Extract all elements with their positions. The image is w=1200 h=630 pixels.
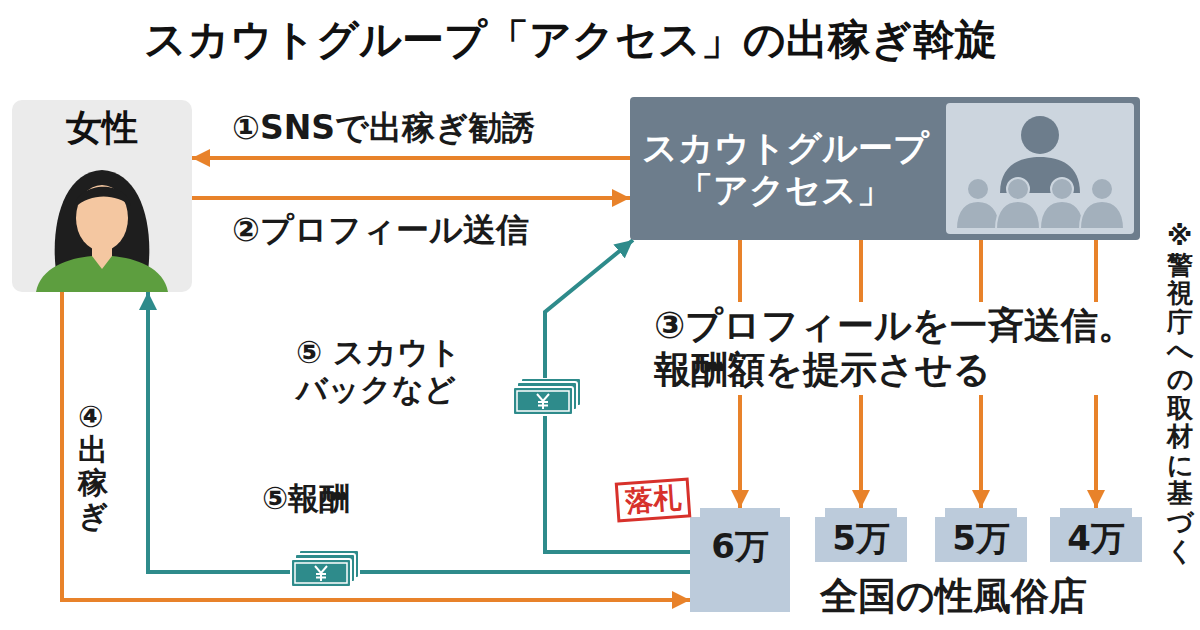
shop-building: 5万 [815,508,907,562]
node-label: 女性 [66,106,138,149]
text-area: 5万 [815,518,907,559]
group-icon [940,97,1140,240]
flow-arrow [192,156,630,160]
money-icon [290,550,360,590]
woman-illustration [12,142,192,292]
diagram-title: スカウトグループ「アクセス」の出稼ぎ斡旋 [0,12,1140,68]
stamp-label: 落札 [615,477,692,522]
text-area: スカウトグループ 「アクセス」 [630,97,940,240]
node-label: スカウトグループ 「アクセス」 [642,127,929,211]
money-icon [512,378,582,418]
person-box: 女性 [12,100,192,292]
step-label: ①SNSで出稼ぎ勧誘 [232,108,535,148]
text-area: 5万 [935,518,1027,559]
step-label: ⑤報酬 [262,480,350,517]
node-label: 5万 [832,518,890,559]
group-box: スカウトグループ 「アクセス」 [630,97,1140,240]
step-label: ⑤ スカウト バックなど [296,334,491,408]
step-label: ②プロフィール送信 [232,210,529,250]
category-label: 全国の性風俗店 [820,574,1087,620]
node-label: 6万 [711,526,769,567]
text-area: 女性 [12,106,192,149]
shop-building: 4万 [1050,508,1142,562]
node-label: 4万 [1067,518,1125,559]
node-label: 5万 [952,518,1010,559]
text-area: 6万 [690,526,790,567]
shop-building: 6万 [690,508,790,612]
step-label: ③プロフィールを一斉送信。 報酬額を提示させる [650,302,1139,395]
text-area: 4万 [1050,518,1142,559]
flow-arrow [192,196,630,200]
flow-arrow [148,292,690,572]
source-note: ※警視庁への取材に基づく [1167,222,1193,565]
shop-building: 5万 [935,508,1027,562]
step-label: ④出稼ぎ [78,400,108,532]
